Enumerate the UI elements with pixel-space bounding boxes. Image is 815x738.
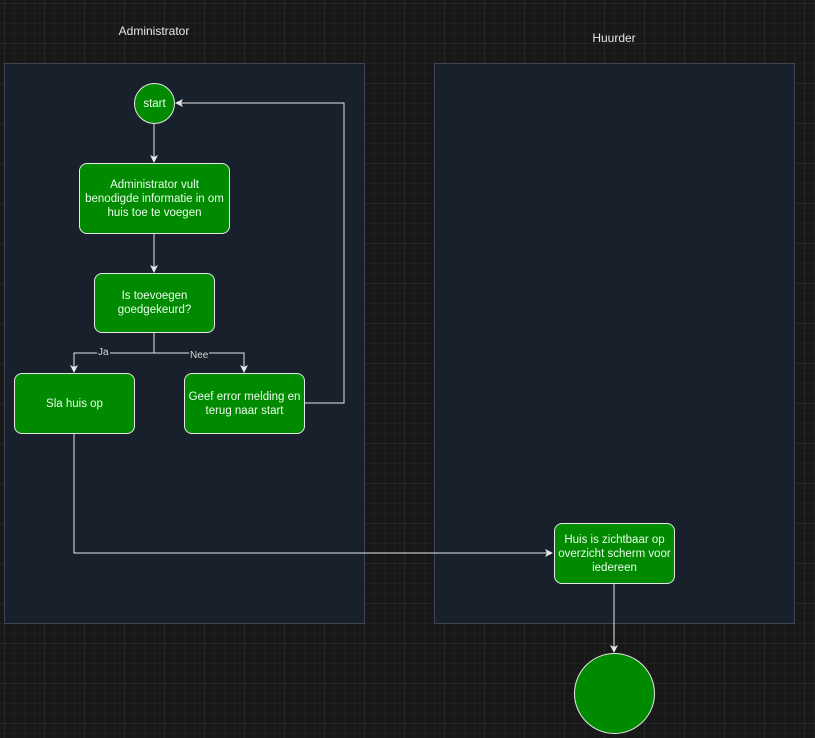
save-house-node[interactable]: Sla huis op bbox=[14, 373, 135, 434]
lane-administrator bbox=[4, 63, 365, 624]
error-node[interactable]: Geef error melding en terug naar start bbox=[184, 373, 305, 434]
edge-label-nee: Nee bbox=[189, 350, 210, 361]
edge-label-ja: Ja bbox=[97, 347, 110, 358]
fill-info-node[interactable]: Administrator vult benodigde informatie … bbox=[79, 163, 230, 234]
end-node[interactable] bbox=[574, 653, 655, 734]
start-node[interactable]: start bbox=[134, 83, 175, 124]
lane-title-huurder: Huurder bbox=[592, 31, 636, 45]
lane-title-administrator: Administrator bbox=[118, 24, 190, 38]
decision-node[interactable]: Is toevoegen goedgekeurd? bbox=[94, 273, 215, 333]
visible-node[interactable]: Huis is zichtbaar op overzicht scherm vo… bbox=[554, 523, 675, 584]
